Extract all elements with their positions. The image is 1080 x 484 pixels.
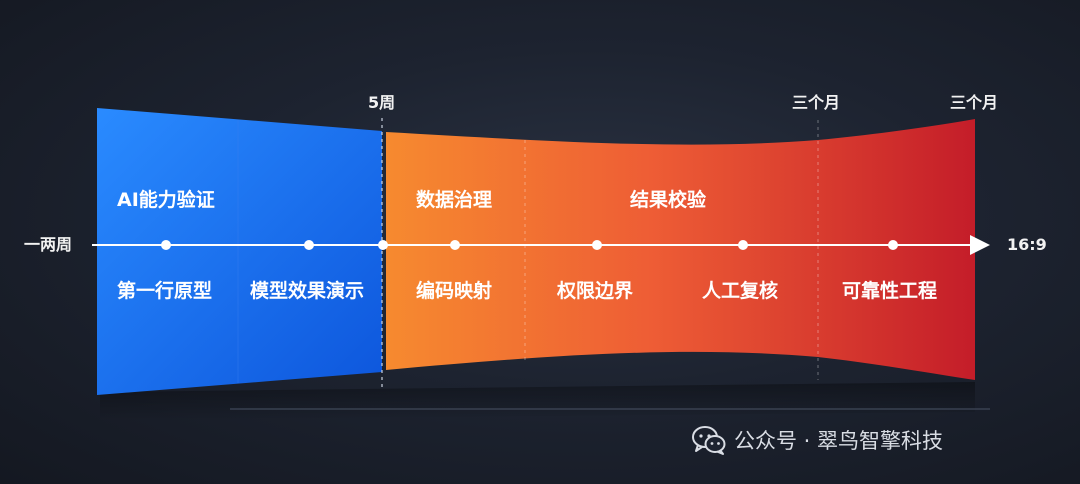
- axis-dot: [738, 240, 748, 250]
- axis-start-label: 一两周: [24, 235, 73, 254]
- blue-panel: [97, 108, 382, 395]
- phase-result-validation: 结果校验: [630, 189, 707, 211]
- floor-shadow: [100, 382, 975, 420]
- item-model-demo: 模型效果演示: [250, 280, 365, 302]
- axis-dot: [378, 240, 388, 250]
- axis-dot: [592, 240, 602, 250]
- axis-dot: [304, 240, 314, 250]
- footer-watermark: 公众号 · 翠鸟智擎科技: [692, 424, 943, 456]
- axis-dot: [161, 240, 171, 250]
- phase-data-governance: 数据治理: [416, 189, 493, 211]
- top-marker-5w: 5周: [368, 93, 396, 112]
- warm-panel: [386, 119, 975, 380]
- item-reliability-engineering: 可靠性工程: [842, 280, 938, 302]
- item-first-prototype: 第一行原型: [117, 280, 213, 302]
- top-marker-3m-2: 三个月: [950, 93, 999, 112]
- item-code-mapping: 编码映射: [416, 280, 493, 302]
- top-marker-3m-1: 三个月: [792, 93, 841, 112]
- item-manual-review: 人工复核: [702, 280, 779, 302]
- axis-end-label: 16:9: [1007, 235, 1047, 254]
- footer-text: 公众号 · 翠鸟智擎科技: [734, 429, 944, 453]
- axis-dot: [888, 240, 898, 250]
- phase-ai-validation: AI能力验证: [117, 189, 215, 211]
- axis-dot: [450, 240, 460, 250]
- item-permission-boundary: 权限边界: [557, 280, 634, 302]
- wechat-icon: [692, 425, 726, 455]
